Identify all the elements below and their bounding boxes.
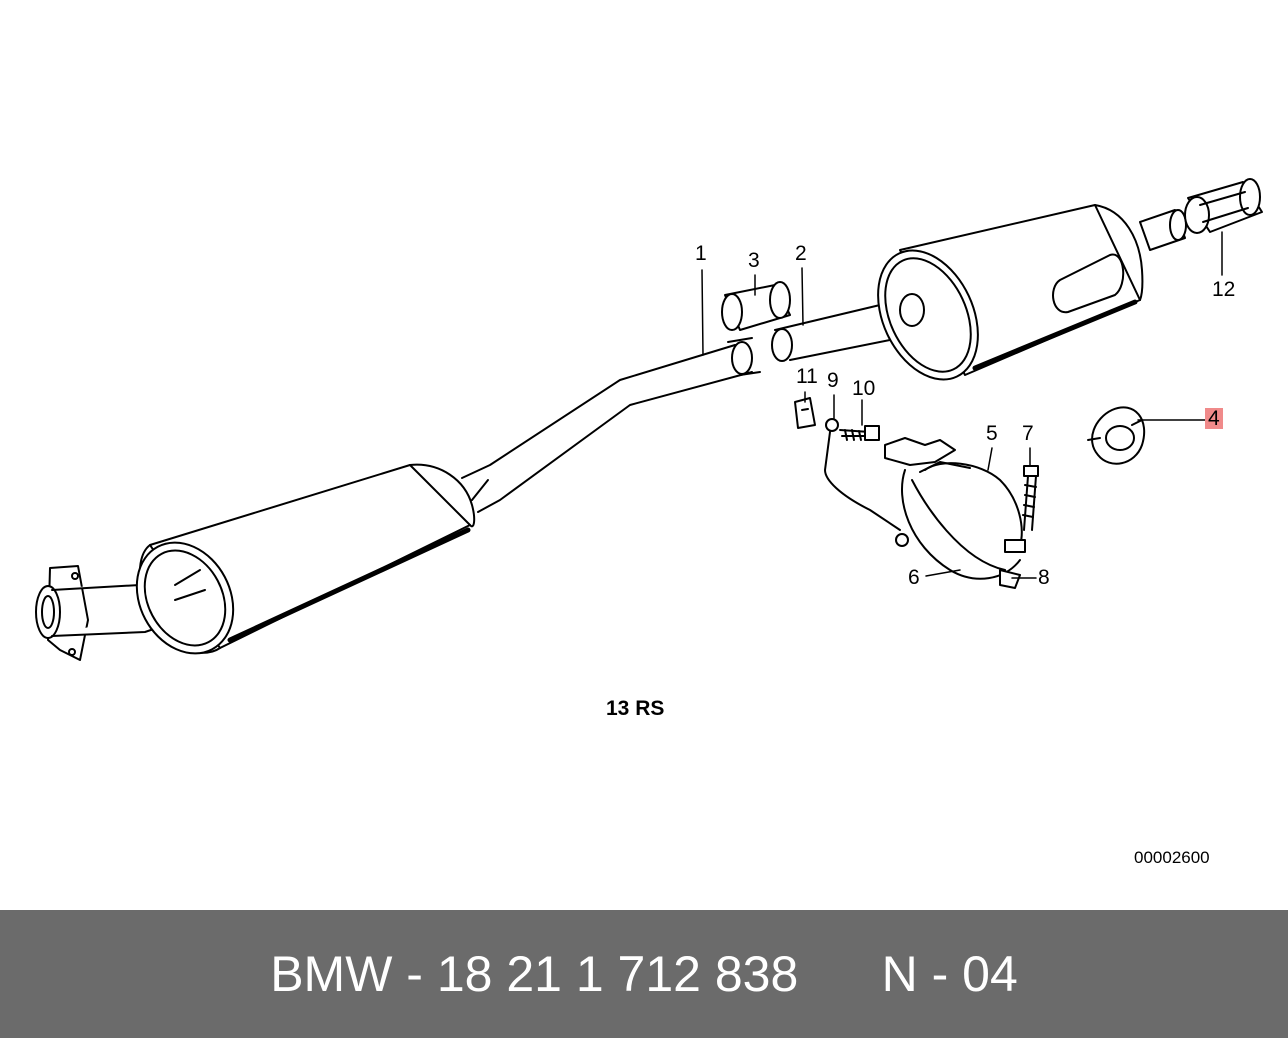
callout-9: 9 (827, 369, 839, 392)
diagram-caption: 13 RS (606, 697, 665, 720)
callout-11: 11 (796, 365, 818, 388)
ring-part-4 (1087, 406, 1146, 465)
rear-muffler (877, 204, 1144, 381)
tail-pipe (1139, 178, 1263, 251)
callout-12: 12 (1212, 278, 1236, 301)
callout-2: 2 (795, 242, 807, 265)
callout-3: 3 (748, 249, 760, 272)
screw-part-10 (839, 425, 880, 441)
front-flange (35, 565, 89, 661)
part-number-footer: BMW - 18 21 1 712 838 N - 04 (0, 910, 1288, 1038)
callout-4-highlighted: 4 (1205, 408, 1223, 429)
callout-10: 10 (852, 377, 876, 400)
callout-6: 6 (908, 566, 920, 589)
front-muffler (135, 463, 476, 655)
diagram-drawing (35, 178, 1263, 661)
exhaust-system-diagram: 1 2 3 4 5 6 7 8 9 10 11 12 13 RS 0000260… (35, 178, 1263, 867)
sleeve-part-3 (721, 281, 791, 331)
ground-strap-part-9 (824, 418, 909, 547)
bolt-part-7 (1022, 465, 1039, 531)
intermediate-pipe (461, 344, 753, 513)
catalog-number: 00002600 (1134, 848, 1210, 867)
callout-7: 7 (1022, 422, 1034, 445)
clamp-bracket-part-5-6 (884, 437, 1026, 589)
callout-5: 5 (986, 422, 998, 445)
part-number-text: BMW - 18 21 1 712 838 N - 04 (270, 946, 1018, 1002)
callout-1: 1 (695, 242, 707, 265)
leader-lines (701, 231, 1223, 579)
callout-8: 8 (1038, 566, 1050, 589)
